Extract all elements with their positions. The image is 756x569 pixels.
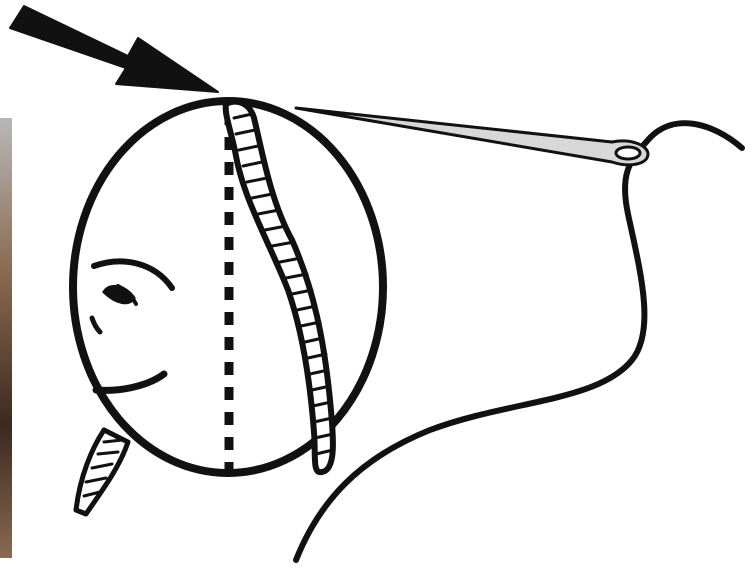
background-photo-strip (0, 118, 12, 558)
ear-tab (76, 430, 128, 514)
sewing-needle-icon (296, 108, 648, 165)
pointer-arrow-icon (10, 6, 218, 92)
